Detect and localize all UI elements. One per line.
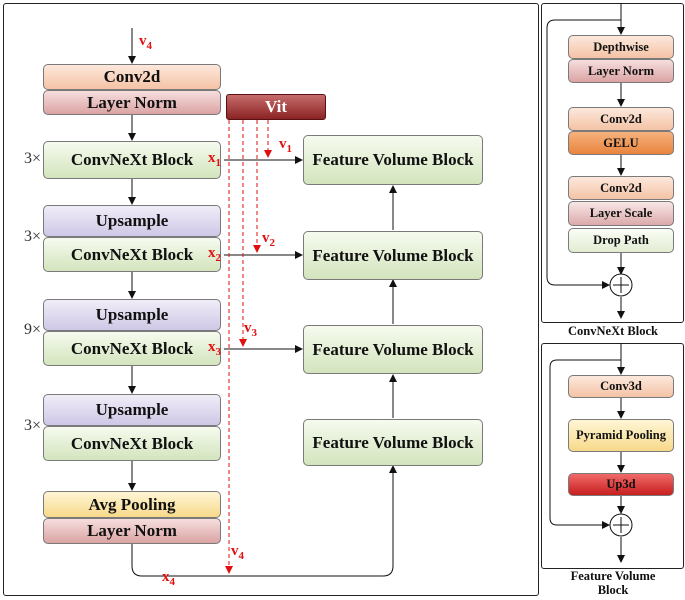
label-v2: v2 (262, 230, 275, 249)
repeat-count-2: 3× (24, 228, 42, 245)
panel-layer-norm-block: Layer Norm (568, 59, 674, 83)
avg-pooling-block: Avg Pooling (43, 491, 221, 518)
convnext-panel-caption: ConvNeXt Block (568, 324, 658, 338)
upsample-block-1: Upsample (43, 205, 221, 237)
up3d-block: Up3d (568, 473, 674, 496)
panel-conv2d-block-b: Conv2d (568, 176, 674, 200)
label-x3: x3 (208, 339, 221, 358)
pyramid-pooling-block: Pyramid Pooling (568, 419, 674, 452)
label-v4-bottom: v4 (231, 543, 244, 562)
upsample-block-2: Upsample (43, 299, 221, 331)
conv3d-block: Conv3d (568, 375, 674, 398)
layer-norm-bottom-block: Layer Norm (43, 518, 221, 544)
label-x1: x1 (208, 150, 221, 169)
drop-path-block: Drop Path (568, 228, 674, 253)
feature-volume-block-1: Feature Volume Block (303, 135, 483, 185)
vit-block: Vit (226, 94, 326, 120)
conv2d-block: Conv2d (43, 64, 221, 90)
layer-norm-top-block: Layer Norm (43, 90, 221, 115)
feature-volume-panel-caption: Feature Volume Block (570, 569, 656, 598)
label-v3: v3 (244, 320, 257, 339)
label-v4-input: v4 (139, 33, 152, 52)
label-x2: x2 (208, 245, 221, 264)
gelu-block: GELU (568, 131, 674, 155)
repeat-count-3: 9× (24, 321, 42, 338)
convnext-block-1: ConvNeXt Block (43, 141, 221, 179)
label-x4: x4 (162, 569, 175, 588)
repeat-count-4: 3× (24, 417, 42, 434)
arrow-x4 (131, 465, 397, 577)
upsample-block-3: Upsample (43, 394, 221, 426)
convnext-block-2: ConvNeXt Block (43, 237, 221, 272)
panel-conv2d-block-a: Conv2d (568, 107, 674, 131)
convnext-block-3: ConvNeXt Block (43, 331, 221, 366)
feature-volume-block-3: Feature Volume Block (303, 325, 483, 374)
label-v1: v1 (279, 136, 292, 155)
feature-volume-block-4: Feature Volume Block (303, 419, 483, 466)
repeat-count-1: 3× (24, 150, 42, 167)
feature-volume-block-2: Feature Volume Block (303, 231, 483, 280)
layer-scale-block: Layer Scale (568, 201, 674, 226)
depthwise-block: Depthwise (568, 35, 674, 59)
convnext-block-4: ConvNeXt Block (43, 426, 221, 461)
